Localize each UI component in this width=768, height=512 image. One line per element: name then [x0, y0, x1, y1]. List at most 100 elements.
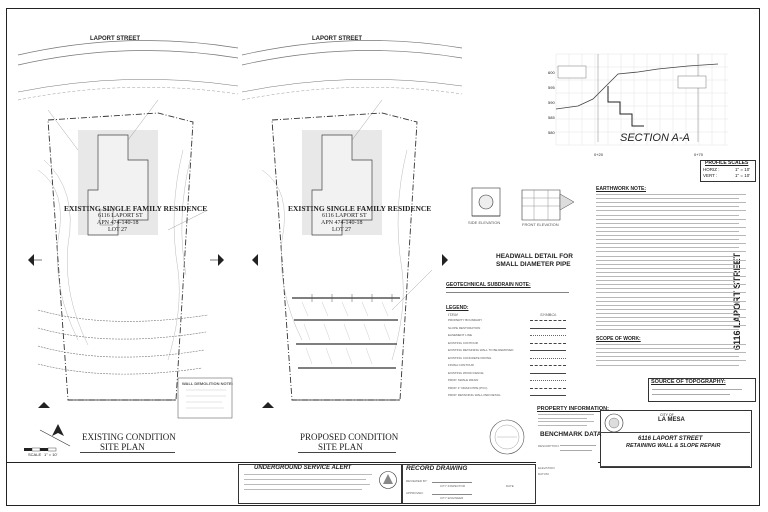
scope-of-work-title: SCOPE OF WORK:	[596, 336, 641, 342]
city-inspector-label: CITY INSPECTOR	[440, 484, 466, 488]
existing-residence-title: EXISTING SINGLE FAMILY RESIDENCE	[64, 204, 208, 213]
earthwork-note-line	[596, 292, 746, 293]
earthwork-note-line	[596, 296, 739, 298]
record-drawing-title: RECORD DRAWING	[406, 465, 468, 472]
proposed-address: 6116 LAPORT ST	[322, 213, 367, 219]
proposed-residence-title: EXISTING SINGLE FAMILY RESIDENCE	[288, 204, 432, 213]
record-drawing-box	[402, 464, 536, 504]
earthwork-note-line	[596, 288, 739, 289]
existing-site-plan	[17, 40, 239, 419]
earthwork-note-line	[596, 194, 746, 195]
bottom-strip-top-line	[6, 462, 600, 463]
existing-title-underline	[80, 452, 175, 453]
earthwork-note-line	[596, 202, 746, 203]
usa-alert-title: UNDERGROUND SERVICE ALERT	[254, 465, 352, 471]
legend-item: EXISTING RETAINING WALL TO BE REMOVED	[448, 348, 514, 352]
earthwork-note-line	[596, 284, 746, 285]
proposed-apn: APN 474-140-18	[321, 220, 363, 226]
existing-plan-title-line2: SITE PLAN	[100, 442, 145, 452]
earthwork-note-line	[596, 329, 739, 330]
legend-item: EXISTING WOOD FENCE	[448, 370, 484, 375]
legend-symbol	[530, 395, 566, 396]
legend-item: EXISTING CONTOUR	[448, 340, 478, 345]
existing-apn: APN 474-140-18	[97, 220, 139, 226]
topography-box	[648, 378, 756, 402]
city-name: LA MESA	[658, 417, 685, 423]
wall-demolition-note-title: WALL DEMOLITION NOTE:	[182, 381, 234, 386]
existing-lot: LOT 27	[108, 227, 128, 233]
earthwork-note-line	[596, 230, 739, 232]
section-elev-595: 595	[548, 85, 555, 90]
section-elev-580: 580	[548, 130, 555, 135]
property-info-title: PROPERTY INFORMATION:	[537, 406, 609, 412]
horiz-scale-label: HORIZ :	[703, 167, 720, 172]
profile-scales-box	[700, 160, 756, 182]
earthwork-note-line	[596, 263, 739, 265]
legend-symbol	[530, 372, 566, 374]
legend-symbol	[530, 350, 566, 351]
earthwork-note-line	[596, 206, 739, 207]
scale-value: 1" = 10'	[44, 452, 58, 457]
street-name-right: LAPORT STREET	[312, 36, 363, 42]
proposed-site-plan	[241, 40, 463, 408]
scope-of-work-line	[596, 364, 739, 366]
property-info-box	[536, 406, 596, 428]
earthwork-note-line	[596, 226, 746, 228]
proposed-plan-title-line1: PROPOSED CONDITION	[300, 432, 399, 442]
scope-of-work-line	[596, 356, 739, 357]
existing-plan-title-line1: EXISTING CONDITION	[82, 432, 176, 442]
property-info-line	[538, 424, 587, 426]
legend-symbol	[530, 327, 566, 329]
scope-of-work-line	[596, 360, 746, 361]
record-date-label: DATE	[506, 484, 514, 488]
title-block-divider-2	[600, 466, 750, 467]
earthwork-note-line	[596, 243, 746, 244]
geotech-note-title: GEOTECHNICAL SUBDRAIN NOTE:	[446, 282, 531, 288]
section-elev-600: 600	[548, 70, 555, 75]
sheet-border	[6, 8, 760, 506]
headwall-title-line2: SMALL DIAMETER PIPE	[496, 261, 571, 268]
earthwork-note-line	[596, 271, 739, 273]
section-a-a-profile	[555, 53, 728, 146]
legend-symbol	[530, 365, 566, 366]
city-prefix: CITY OF	[660, 413, 674, 417]
earthwork-note-line	[596, 280, 739, 281]
earthwork-note-line	[596, 198, 739, 199]
usa-alert-text-1	[244, 474, 372, 475]
headwall-detail-drawing	[471, 187, 575, 221]
section-station-end: 0+70	[694, 152, 704, 157]
legend-item: PROP. 4" DRAIN PIPE (PVC)	[448, 385, 488, 390]
scope-of-work-line	[596, 348, 739, 349]
earthwork-note-line	[596, 259, 746, 261]
proposed-lot: LOT 27	[332, 227, 352, 233]
legend-item: EXISTING CONCRETE PAVING	[448, 355, 492, 360]
earthwork-note-line	[596, 325, 746, 326]
approved-label: APPROVED:	[406, 491, 424, 495]
section-title: SECTION A-A	[620, 132, 690, 144]
profile-scales-title: PROFILE SCALES	[705, 160, 749, 166]
vert-scale-label: VERT :	[703, 173, 718, 178]
existing-address: 6116 LAPORT ST	[98, 213, 143, 219]
legend-symbol	[530, 335, 566, 336]
earthwork-note-line	[596, 255, 739, 257]
earthwork-note-line	[596, 239, 739, 240]
legend-item: PROP. RETAINING WALL PER DETAIL	[448, 393, 501, 397]
headwall-title-line1: HEADWALL DETAIL FOR	[496, 253, 573, 260]
legend-item: EASEMENT LINE	[448, 333, 472, 337]
earthwork-note-line	[596, 312, 739, 314]
topography-line-2	[652, 394, 730, 395]
legend-col-symbol: SYMBOL	[540, 312, 557, 317]
earthwork-note-line	[596, 317, 746, 318]
legend-symbol	[530, 320, 566, 321]
legend-symbol	[530, 380, 566, 381]
property-info-line	[538, 414, 594, 415]
legend-col-item: ITEM	[448, 312, 458, 317]
street-name-left: LAPORT STREET	[90, 36, 141, 42]
title-block-divider	[600, 432, 750, 433]
earthwork-note-line	[596, 267, 746, 269]
property-info-line	[538, 417, 587, 419]
benchmark-datum-label: DATUM:	[538, 472, 550, 476]
proposed-title-underline	[298, 452, 396, 453]
project-title-line2: RETAINING WALL & SLOPE REPAIR	[626, 443, 721, 449]
